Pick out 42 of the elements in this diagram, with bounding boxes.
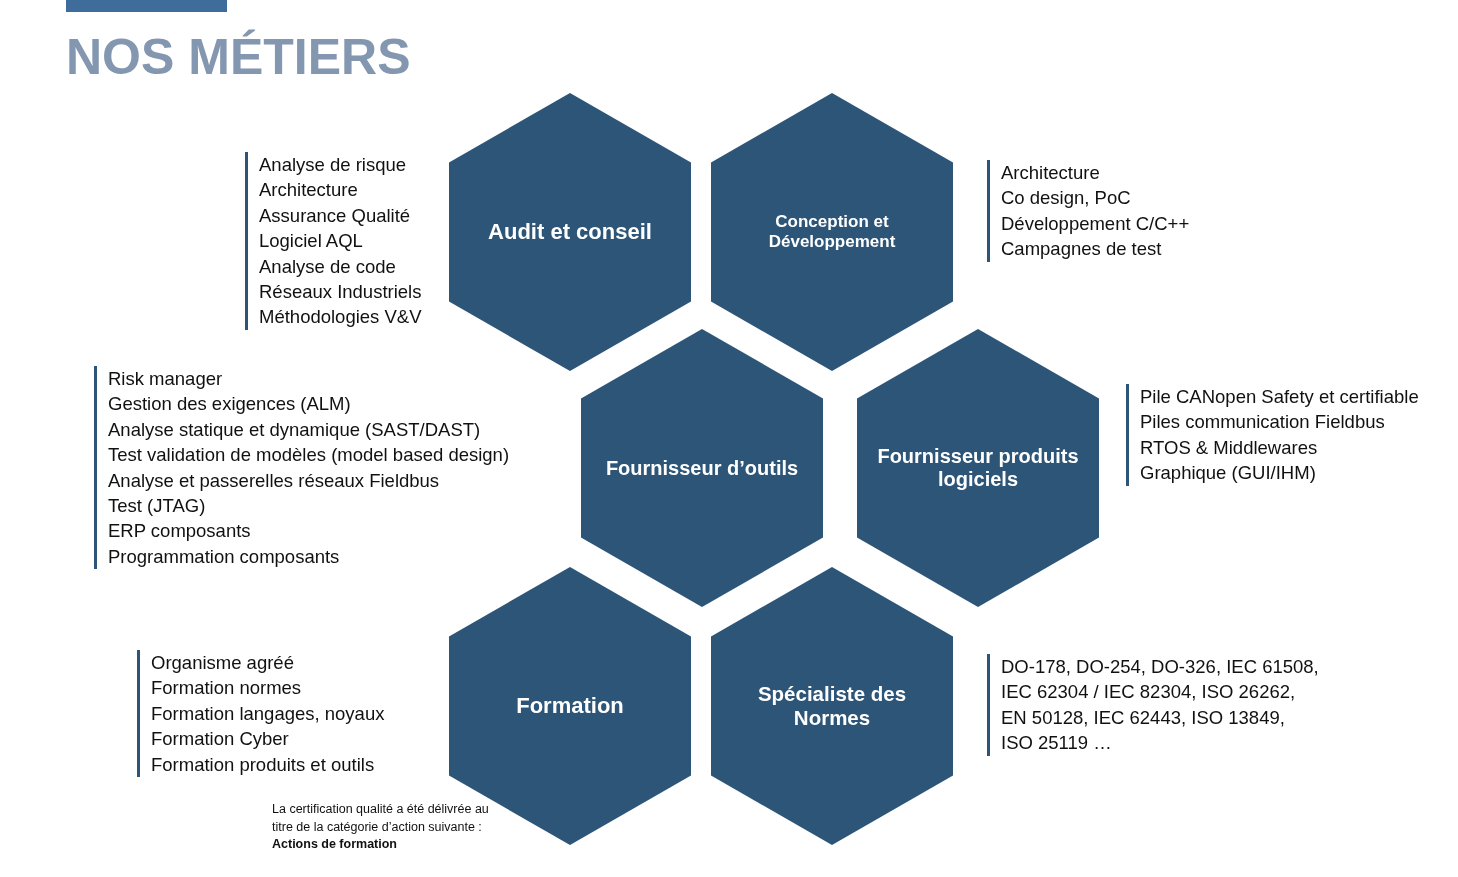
list-item: Logiciel AQL [259,229,364,254]
list-item: Organisme agréé [151,651,295,675]
title: NOS MÉTIERS [66,28,411,86]
list-item: Développement C/C++ [1001,211,1190,236]
hexagon-label: Audit et conseil [487,219,653,245]
hexagon [857,329,1099,607]
list-item: Campagnes de test [1001,237,1163,262]
hexagon [711,567,953,845]
list-item: Méthodologies V&V [259,305,422,330]
list-item: Réseaux Industriels [259,280,422,305]
hexagon [449,93,691,371]
list-item: Formation Cyber [151,727,290,752]
list-item: Architecture [1001,161,1101,185]
list-item: Analyse et passerelles réseaux Fieldbus [108,468,441,493]
list-item: ERP composants [108,519,252,544]
list-item: Architecture [259,178,359,203]
list-item: Analyse de risque [259,153,408,177]
list-item: RTOS & Middlewares [1140,435,1319,460]
hexagon-label: Spécialiste des Normes [756,682,908,730]
list-item: Pile CANopen Safety et certifiable [1140,385,1419,409]
list-item: Co design, PoC [1001,186,1132,211]
list-item: Formation normes [151,676,303,701]
hexagon-label: Formation [515,693,625,719]
hexagon [711,93,953,371]
list-item: Assurance Qualité [259,203,412,228]
hexagon-label: Fournisseur produits logiciels [877,445,1079,491]
hexagon [581,329,823,607]
list-item: Test validation de modèles (model based design) [108,443,510,468]
list-item: Risk manager [108,367,224,391]
hexagon-label: Conception et Développement [767,212,897,252]
list-item: DO-178, DO-254, DO-326, IEC 61508, IEC 62304 / IEC 82304, ISO 26262, EN 50128, IEC 62443, ISO 13849, ISO 25119 … [1001,655,1320,756]
list-item: Graphique (GUI/IHM) [1140,461,1317,486]
hexagon-label: Fournisseur d’outils [604,456,800,480]
list-item: Formation langages, noyaux [151,701,385,726]
list-item: Test (JTAG) [108,494,207,519]
list-item: Gestion des exigences (ALM) [108,392,352,417]
list-item: Piles communication Fieldbus [1140,410,1386,435]
list-item: Analyse de code [259,254,397,279]
list-item: Analyse statique et dynamique (SAST/DAST) [108,417,482,442]
list-item: Programmation composants [108,544,341,569]
certification-note: La certification qualité a été délivrée au titre de la catégorie d’action suivante : Actions de formation [272,801,490,853]
list-item: Formation produits et outils [151,752,376,777]
